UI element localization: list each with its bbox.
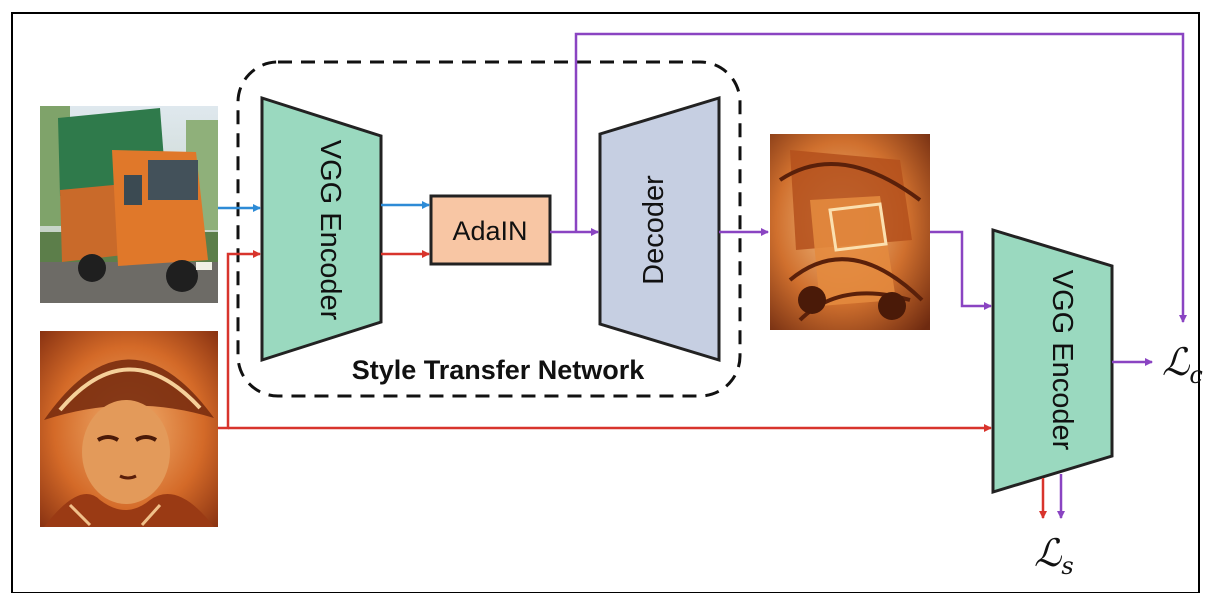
adain-label: AdaIN bbox=[452, 216, 527, 246]
style-loss-label: ℒs bbox=[1034, 531, 1074, 580]
output-to-encoder2-arrow bbox=[930, 230, 992, 310]
decoder-label: Decoder bbox=[638, 175, 670, 285]
vgg-encoder-1-label: VGG Encoder bbox=[314, 140, 346, 321]
style-image bbox=[40, 331, 218, 527]
output-image bbox=[770, 134, 930, 330]
style-transfer-network-label: Style Transfer Network bbox=[352, 355, 646, 385]
style-transfer-network-group bbox=[236, 60, 742, 398]
content-image bbox=[40, 106, 218, 303]
vgg-encoder-1: VGG Encoder bbox=[260, 95, 383, 363]
content-loss-label: ℒc bbox=[1162, 340, 1203, 389]
vgg-encoder-2: VGG Encoder bbox=[991, 227, 1114, 495]
vgg-encoder-2-label: VGG Encoder bbox=[1046, 270, 1078, 451]
adain-block: AdaIN bbox=[429, 194, 552, 266]
decoder: Decoder bbox=[598, 95, 721, 363]
style-to-encoder-arrow bbox=[218, 250, 261, 430]
adain-to-content-loss-arrow bbox=[574, 32, 1187, 323]
